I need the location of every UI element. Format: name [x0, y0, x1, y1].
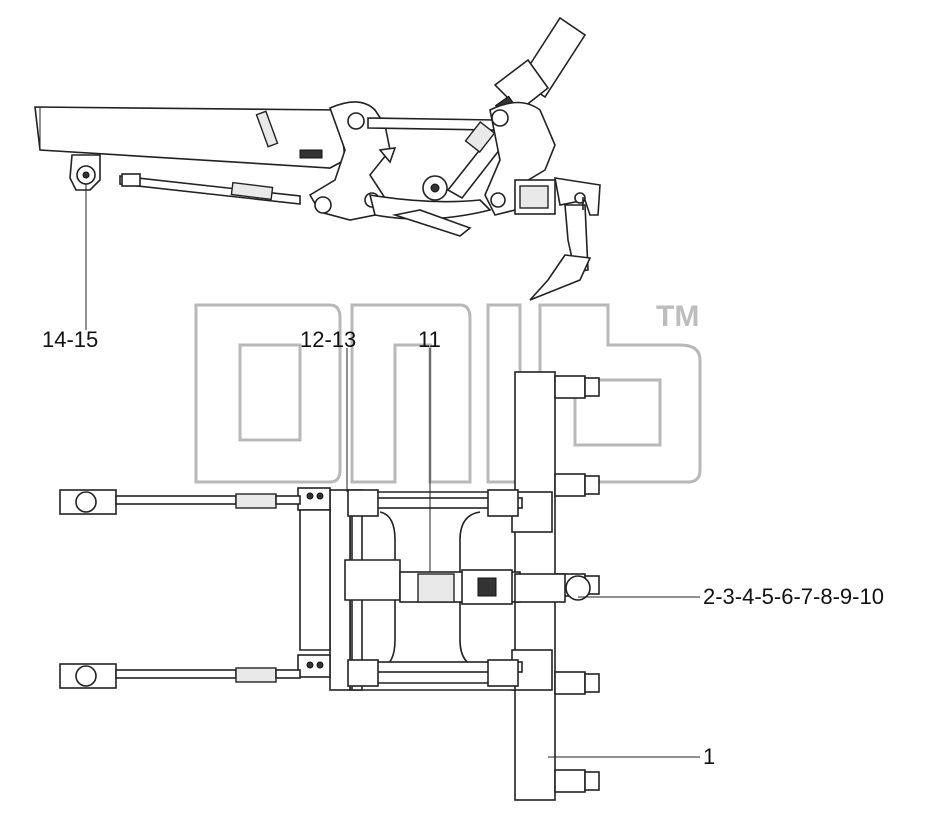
shank-holder — [554, 473, 600, 497]
watermark-logo: TM — [194, 300, 702, 484]
lower-link-rod — [59, 663, 301, 689]
callout-1: 1 — [703, 744, 715, 769]
callout-14-15: 14-15 — [42, 327, 98, 352]
lower-link-rod — [59, 489, 301, 515]
leader-lines — [85, 184, 700, 758]
callout-12-13: 12-13 — [300, 327, 356, 352]
shank-holder — [554, 671, 600, 695]
shank-holder — [554, 375, 600, 399]
side-view — [34, 16, 601, 301]
callout-11: 11 — [418, 327, 441, 352]
top-view — [59, 371, 600, 801]
shank-holder — [554, 769, 600, 793]
callout-2-10: 2-3-4-5-6-7-8-9-10 — [703, 584, 884, 609]
trademark-text: TM — [656, 300, 699, 333]
